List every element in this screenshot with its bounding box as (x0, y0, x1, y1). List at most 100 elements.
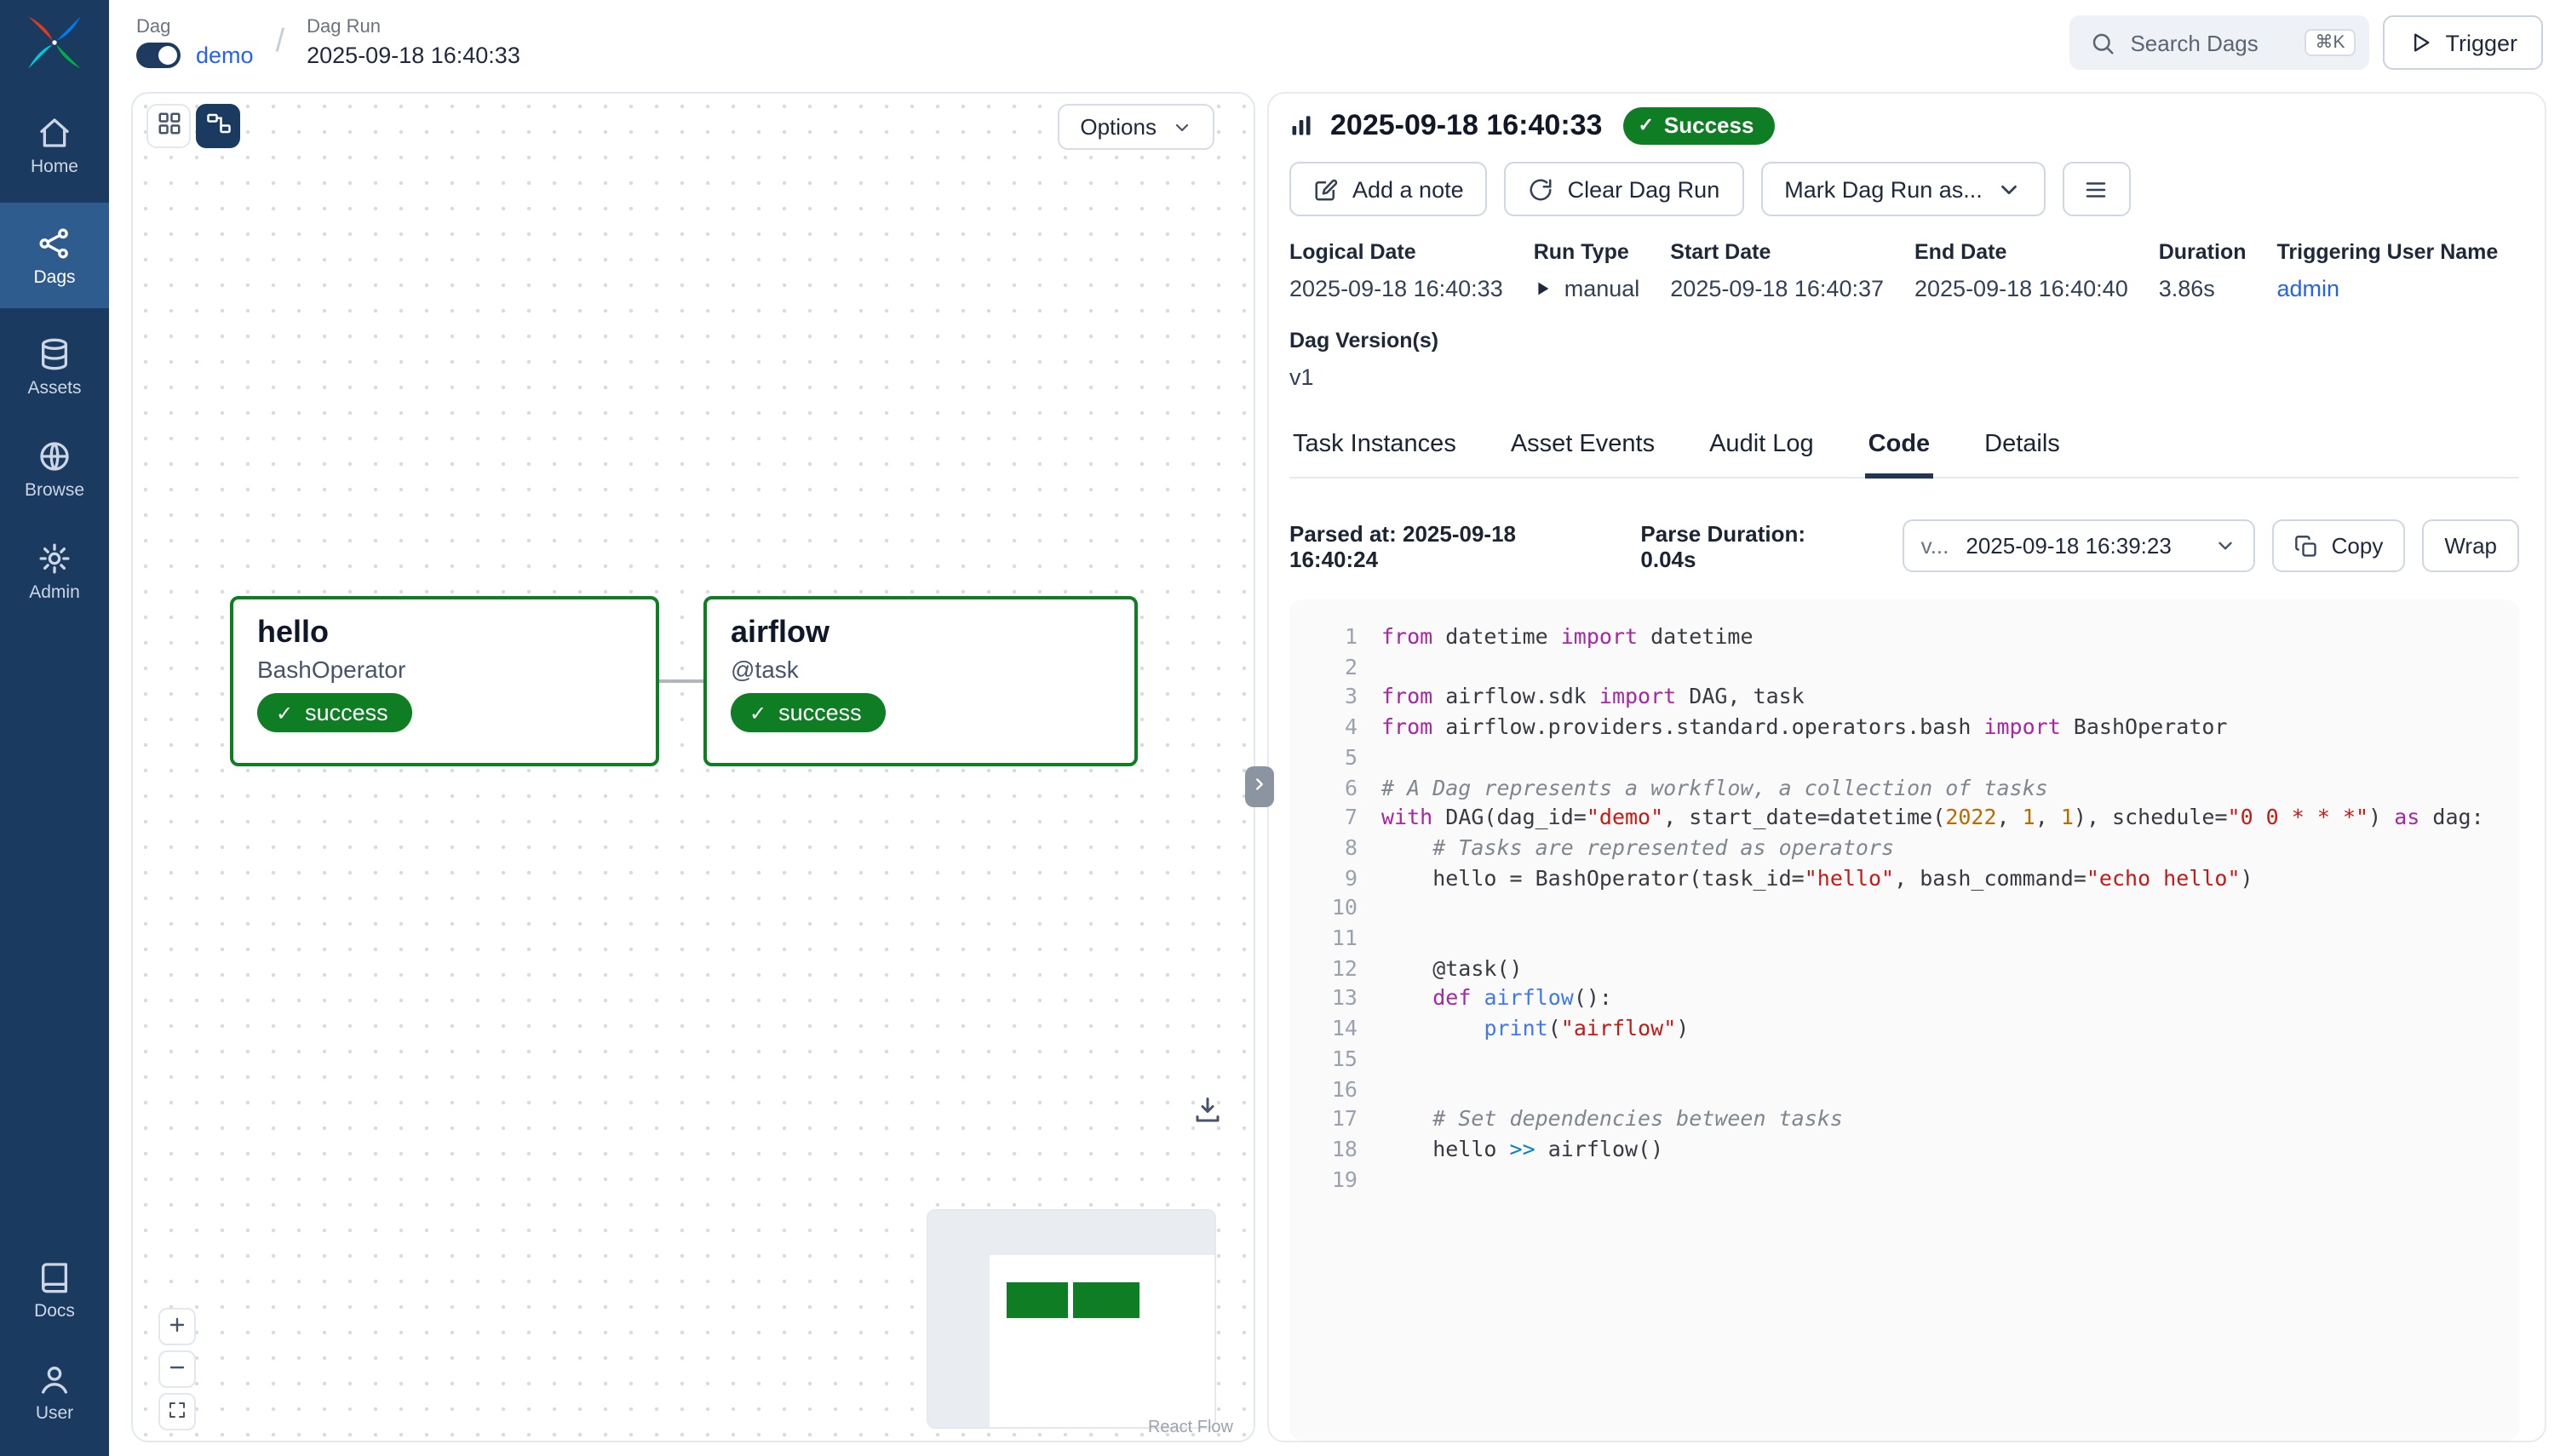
sidebar-item-home[interactable]: Home (0, 97, 109, 192)
task-node-airflow[interactable]: airflow @task ✓success (703, 596, 1138, 766)
task-node-hello[interactable]: hello BashOperator ✓success (230, 596, 659, 766)
line-number: 4 (1313, 712, 1357, 742)
task-status-badge: ✓success (731, 693, 886, 732)
code-line: 12 @task() (1313, 953, 2495, 983)
trigger-button[interactable]: Trigger (2382, 15, 2543, 70)
code-line: 1from datetime import datetime (1313, 622, 2495, 651)
network-icon (205, 111, 231, 141)
graph-view-button[interactable] (196, 104, 240, 148)
sidebar-item-assets[interactable]: Assets (0, 318, 109, 414)
download-image-button[interactable] (1192, 1095, 1223, 1126)
react-flow-attribution: React Flow (1148, 1419, 1233, 1437)
code-line: 7with DAG(dag_id="demo", start_date=date… (1313, 802, 2495, 832)
dag-graph-canvas[interactable]: Options hello BashOperator ✓success airf… (131, 92, 1255, 1442)
note-icon (1313, 176, 1339, 202)
docs-icon (37, 1260, 72, 1294)
tab-task-instances[interactable]: Task Instances (1289, 421, 1460, 479)
content: Options hello BashOperator ✓success airf… (109, 85, 2560, 1456)
line-number: 19 (1313, 1164, 1357, 1194)
run-actions: Add a note Clear Dag Run Mark Dag Run as… (1289, 162, 2519, 216)
field-label: Logical Date (1289, 240, 1503, 264)
field-triggering-user-name: Triggering User Name admin (2277, 240, 2499, 301)
graph-view-toggle (146, 104, 240, 148)
field-label: End Date (1914, 240, 2128, 264)
panel-splitter[interactable] (1255, 85, 1267, 1456)
trigger-label: Trigger (2445, 30, 2517, 55)
task-title: airflow (731, 615, 1111, 651)
assets-icon (37, 337, 72, 371)
zoom-in-button[interactable] (158, 1308, 196, 1345)
dag-version-label: Dag Version(s) (1289, 329, 2519, 353)
dag-pause-toggle[interactable] (136, 43, 181, 68)
code-line: 4from airflow.providers.standard.operato… (1313, 712, 2495, 742)
chevron-down-icon (1996, 176, 2022, 202)
collapse-panel-handle[interactable] (1245, 766, 1274, 807)
sidebar-item-browse[interactable]: Browse (0, 421, 109, 516)
tab-audit-log[interactable]: Audit Log (1706, 421, 1817, 479)
dag-run-id: 2025-09-18 16:40:33 (307, 43, 520, 68)
check-icon: ✓ (1638, 114, 1653, 136)
play-outline-icon (2408, 31, 2431, 54)
sidebar-item-dags[interactable]: Dags (0, 203, 109, 308)
parsed-at: Parsed at: 2025-09-18 16:40:24 (1289, 520, 1593, 571)
code-line: 8 # Tasks are represented as operators (1313, 833, 2495, 863)
run-tabs: Task Instances Asset Events Audit Log Code D… (1289, 421, 2519, 479)
airflow-logo[interactable] (24, 12, 85, 73)
tab-details[interactable]: Details (1981, 421, 2063, 479)
sidebar-item-docs[interactable]: Docs (0, 1241, 109, 1337)
fit-view-button[interactable] (158, 1393, 196, 1430)
line-number: 8 (1313, 833, 1357, 863)
zoom-out-button[interactable] (158, 1350, 196, 1388)
graph-minimap[interactable] (928, 1211, 1214, 1427)
graph-panel: Options hello BashOperator ✓success airf… (109, 85, 1255, 1456)
code-line: 3from airflow.sdk import DAG, task (1313, 682, 2495, 712)
code-line: 2 (1313, 651, 2495, 681)
download-icon (1192, 1105, 1223, 1131)
line-number: 17 (1313, 1104, 1357, 1134)
wrap-code-button[interactable]: Wrap (2422, 519, 2519, 572)
sidebar-item-label: Docs (34, 1301, 75, 1321)
line-number: 6 (1313, 772, 1357, 802)
dag-run-panel: 2025-09-18 16:40:33 ✓Success Add a note … (1267, 85, 2560, 1456)
hamburger-menu-icon (2084, 176, 2109, 202)
check-icon: ✓ (276, 701, 293, 725)
field-value: 2025-09-18 16:40:33 (1289, 276, 1503, 301)
code-line: 18 hello >> airflow() (1313, 1134, 2495, 1164)
dag-version-select[interactable]: v... 2025-09-18 16:39:23 (1903, 519, 2255, 572)
dag-name-link[interactable]: demo (196, 43, 254, 68)
tab-code[interactable]: Code (1865, 421, 1934, 479)
refresh-icon (1529, 176, 1554, 202)
minimap-node (1073, 1282, 1139, 1318)
clear-dag-run-button[interactable]: Clear Dag Run (1505, 162, 1744, 216)
graph-options-button[interactable]: Options (1058, 104, 1214, 150)
grid-icon (156, 111, 181, 141)
breadcrumb: Dag demo / Dag Run 2025-09-18 16:40:33 (136, 17, 520, 68)
minimap-viewport (990, 1255, 1214, 1427)
code-line: 6# A Dag represents a workflow, a collec… (1313, 772, 2495, 802)
field-value[interactable]: admin (2277, 276, 2499, 301)
field-end-date: End Date2025-09-18 16:40:40 (1914, 240, 2128, 301)
line-number: 14 (1313, 1013, 1357, 1043)
add-note-button[interactable]: Add a note (1289, 162, 1488, 216)
task-operator: @task (731, 656, 1111, 683)
field-value: 2025-09-18 16:40:37 (1670, 276, 1884, 301)
options-label: Options (1080, 114, 1157, 140)
tab-asset-events[interactable]: Asset Events (1507, 421, 1658, 479)
sidebar-item-user[interactable]: User (0, 1344, 109, 1439)
code-line: 19 (1313, 1164, 2495, 1194)
field-label: Triggering User Name (2277, 240, 2499, 264)
mark-dag-run-as-button[interactable]: Mark Dag Run as... (1760, 162, 2046, 216)
sidebar: HomeDagsAssetsBrowseAdmin DocsUser (0, 0, 109, 1456)
more-options-button[interactable] (2063, 162, 2131, 216)
copy-code-button[interactable]: Copy (2272, 519, 2406, 572)
task-operator: BashOperator (257, 656, 632, 683)
line-number: 18 (1313, 1134, 1357, 1164)
dag-version-block: Dag Version(s) v1 (1289, 329, 2519, 390)
line-number: 10 (1313, 893, 1357, 923)
main-area: Dag demo / Dag Run 2025-09-18 16:40:33 S… (109, 0, 2560, 1456)
sidebar-item-admin[interactable]: Admin (0, 523, 109, 618)
search-dags-button[interactable]: Search Dags ⌘K (2069, 15, 2368, 70)
grid-view-button[interactable] (146, 104, 191, 148)
line-number: 3 (1313, 682, 1357, 712)
